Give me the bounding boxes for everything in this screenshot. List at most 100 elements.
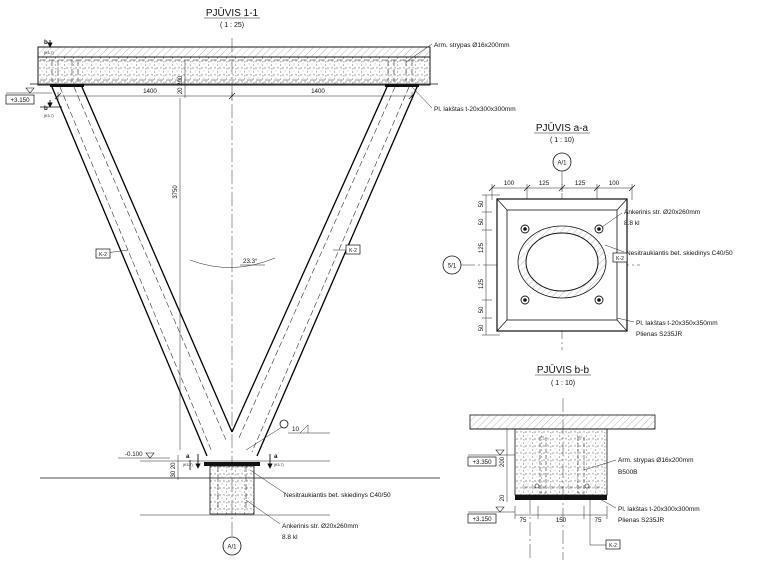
slab-rebar-leader [405,43,433,63]
dim-left-a-5: 50 [479,306,485,313]
level-mark-b-top [468,449,515,456]
cut-a-ref-left: (K3-7) [183,463,193,467]
section-b-b: PJŪVIS b-b ( 1 : 10) +3.350 +3.150 [467,364,700,560]
dimension-left-a [482,194,500,336]
plate-b [515,495,607,500]
dimension-top [54,92,416,100]
embedded-plate-right [385,84,419,87]
level-top: +3.150 [10,97,30,104]
dim-b-vertical-2: 20 [500,494,506,501]
dim-b-vertical-1: 200 [500,456,506,467]
base-plate-1-1 [204,462,260,466]
dim-1400-right: 1400 [311,88,325,95]
dim-left-a-1: 50 [479,200,485,207]
grout-note-1-1: Nesitraukiantis bet. skiedinys C40/50 [284,492,391,499]
dim-height: 3750 [173,185,179,199]
dim-left-a-6: 50 [479,324,485,331]
weld-callout-value: 10 [292,426,299,433]
level-mark-top [6,87,52,94]
plate-leader-b [597,497,617,509]
cut-b-label-bottom: b [44,105,48,112]
cut-b-ref-top: (K3-7) [44,51,54,55]
plate-leader [411,86,433,109]
dim-top-a-4: 100 [609,180,620,187]
plate-note-a: Pl. lakštas t-20x350x350mm [636,320,718,327]
dim-1400-left: 1400 [143,88,157,95]
section-1-1-scale: ( 1 : 25) [220,22,244,29]
weld-symbol [299,424,309,434]
plate-bevels [496,198,628,332]
grout-note-a: Nesitraukiantis bet. skiedinys C40/50 [626,250,733,257]
axis-5-1-label: 5/1 [448,264,457,270]
k2-tag-b: K-2 [609,543,617,549]
dim-top-a-2: 125 [539,180,550,187]
level-top-box [5,94,35,105]
grout-leader [249,469,287,495]
section-b-b-title: PJŪVIS b-b [537,364,590,376]
axis-a1-top-label: A/1 [557,161,567,167]
axis-bubble-a1-label: A/1 [227,545,237,551]
dim-top-a-3: 125 [575,180,586,187]
level-mark-bottom [118,452,170,459]
level-b-top-box [467,456,497,467]
cut-a-ref-right: (K3-7) [274,463,284,467]
rebar-right-b [577,436,585,494]
grout-leader-a [604,244,625,253]
cut-marker-b-bottom [40,100,62,108]
rebar-dot-2 [584,483,590,489]
slab-topping [37,46,431,58]
dim-b-bottom-1: 75 [520,517,527,524]
plate-leader-a [616,317,635,323]
slab-rebar-note: Arm. strypas Ø16x200mm [434,42,510,49]
plate-note-b: Pl. lakštas t-20x300x300mm [618,506,700,513]
k2-tag-right: K-2 [349,248,357,254]
dimension-bottom-b [514,506,608,519]
anchor-note-1-1: Ankerinis str. Ø20x260mm [282,523,358,530]
dimension-top-a [488,184,636,200]
k2-tag-b-box [605,539,621,550]
cut-marker-b-top [40,40,62,48]
section-1-1-title: PJŪVIS 1-1 [206,7,259,19]
cut-a-label-left: a [186,453,190,460]
rebar-note-b: Arm. strypas Ø16x200mm [618,457,694,464]
embedded-plate-left [50,84,84,87]
rebar-left-b [539,436,547,494]
anchor-leader-a [601,212,623,228]
k2-tag-left-box [95,248,111,259]
slab-rebars-left [51,60,79,82]
steel-note-a: Plienas S235JR [636,331,683,338]
anchor-class-1-1: 8.8 kl [282,534,298,541]
slab-topping-b [469,414,656,430]
level-bottom: -0.100 [125,451,143,458]
pedestal [209,465,255,515]
section-a-a-scale: ( 1 : 10) [550,137,574,144]
angle-arc [189,257,276,268]
anchor-leader [245,499,281,525]
dim-left-a-2: 50 [479,218,485,225]
dim-top-a-1: 100 [504,180,515,187]
dim-base: 30 20 [171,462,177,478]
rebar-class-b: B500B [618,469,638,476]
v-strut-left [51,86,233,457]
slab-rebars-right [387,60,413,82]
beam-section-b [514,428,608,496]
section-1-1: PJŪVIS 1-1 ( 1 : 25) [5,7,516,556]
cut-a-label-right: a [274,453,278,460]
cut-b-ref-bottom: (K3-7) [44,114,54,118]
anchor-bolts-a [520,224,604,305]
section-b-b-scale: ( 1 : 10) [551,380,575,387]
weld-callout-circle [279,419,289,429]
v-strut-right [231,86,418,457]
level-b-bottom-box [467,513,497,524]
section-a-a-title: PJŪVIS a-a [536,122,589,134]
k2-tag-left: K-2 [99,252,107,258]
level-b-top: +3.350 [472,459,492,466]
steel-note-b: Plienas S235JR [618,517,665,524]
dim-slab: 20 200 [178,75,184,94]
cut-b-label-top: b [44,39,48,46]
level-b-bottom: +3.150 [472,516,492,523]
rebar-leader-b [583,459,617,471]
dim-left-a-3: 125 [479,242,485,253]
plate-note-1-1: Pl. lakštas t-20x300x300mm [434,106,516,113]
